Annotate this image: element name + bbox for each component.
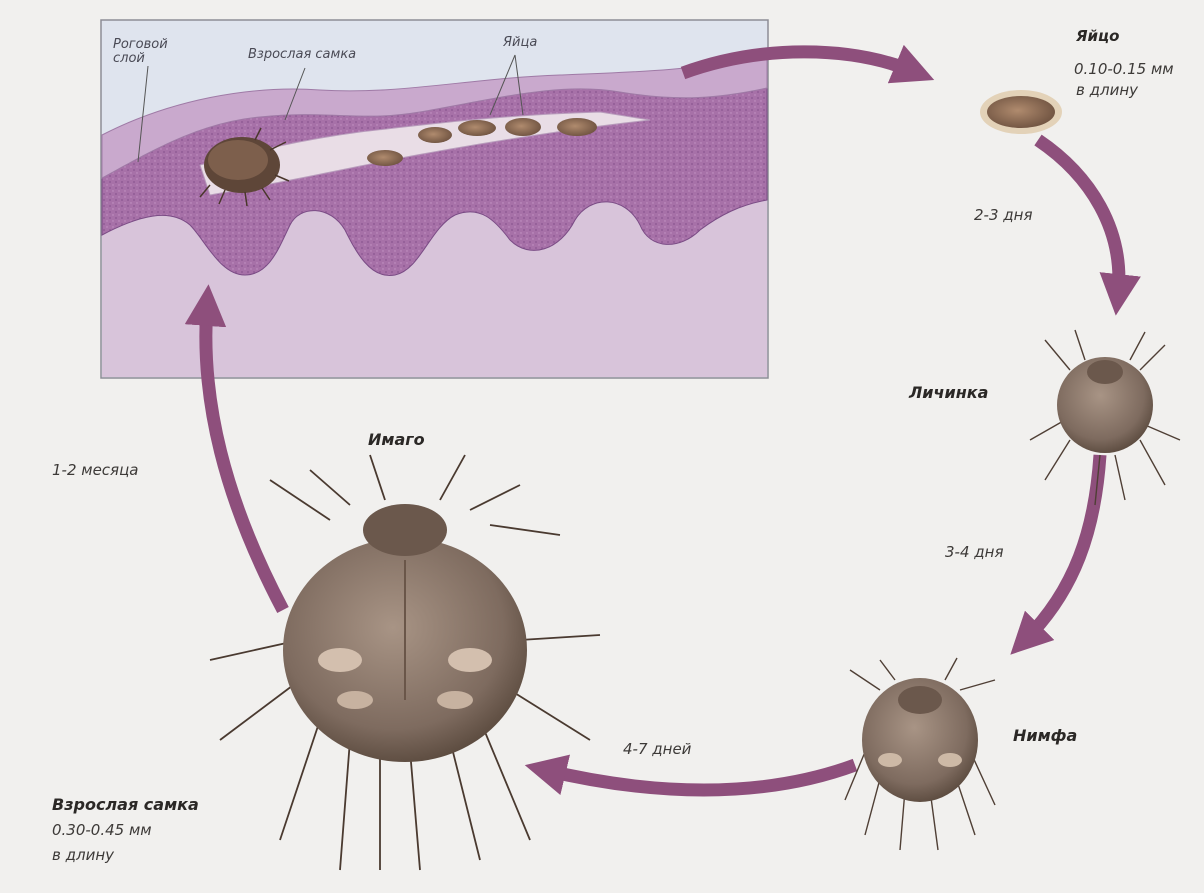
larva-illustration [1030, 330, 1180, 505]
egg-title: Яйцо [1076, 28, 1119, 45]
larva-title: Личинка [909, 384, 988, 402]
egg-size-line1: 0.10-0.15 мм [1074, 61, 1174, 78]
nymph-title: Нимфа [1013, 727, 1077, 745]
imago-illustration [210, 455, 600, 870]
nymph-illustration [845, 658, 995, 850]
adult-female-title: Взрослая самка [52, 796, 199, 814]
duration-nymph-to-imago: 4-7 дней [623, 741, 691, 758]
egg-size-line2: в длину [1076, 82, 1138, 99]
duration-larva-to-nymph: 3-4 дня [945, 544, 1003, 561]
imago-title: Имаго [368, 431, 425, 449]
stratum-label-line2: слой [113, 52, 145, 67]
inset-adult-female-label: Взрослая самка [248, 48, 356, 63]
duration-imago-to-skin: 1-2 месяца [52, 462, 138, 479]
arrow-larva-to-nymph [1025, 455, 1100, 640]
arrow-nymph-to-imago [545, 765, 855, 790]
adult-female-size-line1: 0.30-0.45 мм [52, 822, 152, 839]
duration-egg-to-larva: 2-3 дня [974, 207, 1032, 224]
adult-female-size-line2: в длину [52, 847, 114, 864]
egg-illustration [980, 90, 1062, 134]
arrow-egg-to-larva [1038, 140, 1119, 295]
inset-eggs-label: Яйца [503, 36, 537, 51]
